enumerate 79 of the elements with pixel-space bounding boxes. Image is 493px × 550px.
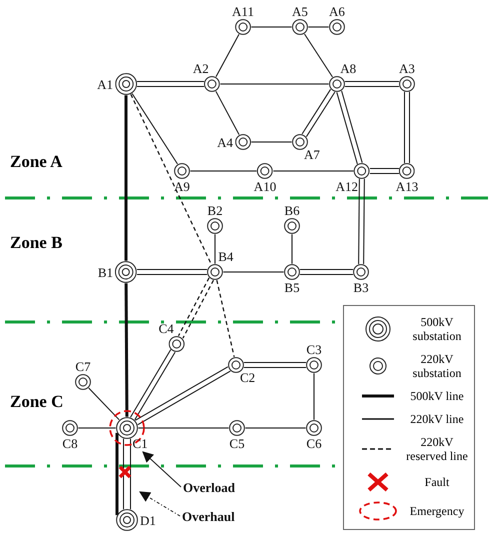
legend-text: 500kV line bbox=[409, 388, 465, 402]
power-line bbox=[216, 34, 240, 78]
station-label: B1 bbox=[98, 264, 113, 280]
power-line bbox=[190, 170, 258, 172]
power-line bbox=[341, 90, 363, 164]
station-label: A8 bbox=[340, 61, 356, 76]
power-line bbox=[136, 269, 208, 270]
reserved-line bbox=[216, 280, 235, 358]
power-line bbox=[369, 173, 400, 174]
zone-label: Zone B bbox=[10, 233, 62, 253]
power-line bbox=[132, 93, 178, 164]
station-label: A6 bbox=[329, 4, 345, 19]
station-label: A9 bbox=[174, 179, 190, 194]
power-line bbox=[88, 388, 120, 420]
station-label: C5 bbox=[229, 436, 245, 451]
power-line bbox=[136, 81, 205, 82]
legend-text: 220kV line bbox=[409, 412, 465, 426]
legend-text: 220kV substation bbox=[412, 352, 462, 380]
power-line bbox=[404, 91, 405, 164]
zone-label: Zone A bbox=[10, 152, 62, 172]
station-label: C7 bbox=[75, 359, 91, 374]
power-line bbox=[130, 438, 131, 510]
power-line bbox=[336, 92, 358, 165]
power-line bbox=[124, 283, 128, 417]
station-label: C1 bbox=[132, 436, 148, 451]
power-line bbox=[369, 168, 400, 169]
power-line bbox=[344, 81, 400, 82]
power-line bbox=[344, 86, 400, 87]
annotation-label: Overload bbox=[183, 480, 235, 495]
power-line bbox=[409, 91, 410, 164]
power-line bbox=[124, 95, 128, 261]
legend-text: Emergency bbox=[408, 504, 466, 518]
station-label: A1 bbox=[97, 76, 113, 92]
reserved-line bbox=[182, 280, 214, 338]
station-label: B2 bbox=[207, 203, 223, 218]
station-label: C6 bbox=[306, 436, 322, 451]
station-label: A7 bbox=[304, 147, 320, 162]
power-line bbox=[299, 274, 354, 275]
legend-text: 220kV reserved line bbox=[405, 434, 469, 462]
power-line bbox=[358, 178, 360, 265]
power-line bbox=[243, 362, 307, 363]
station-label: A12 bbox=[336, 179, 358, 194]
station-label: A3 bbox=[399, 61, 415, 76]
power-line bbox=[123, 438, 124, 510]
station-label: B5 bbox=[284, 280, 300, 295]
power-line bbox=[243, 367, 307, 368]
station-label: D1 bbox=[140, 512, 156, 528]
power-line bbox=[299, 269, 354, 270]
reserved-line bbox=[130, 94, 212, 265]
leader-arrow bbox=[139, 491, 180, 516]
leader-arrow bbox=[142, 451, 182, 488]
station-label: B3 bbox=[353, 280, 369, 295]
zone-label: Zone C bbox=[10, 392, 64, 412]
station-label: C3 bbox=[306, 342, 322, 357]
station-label: A2 bbox=[192, 61, 209, 76]
station-label: A10 bbox=[254, 179, 276, 194]
station-label: A13 bbox=[396, 179, 418, 194]
station-label: B6 bbox=[284, 203, 300, 218]
power-line bbox=[363, 178, 365, 265]
station-label: C2 bbox=[240, 370, 256, 385]
station-label: C4 bbox=[158, 321, 174, 336]
legend-text: 500kV substation bbox=[412, 314, 462, 342]
station-label: B4 bbox=[218, 249, 234, 264]
power-line bbox=[136, 274, 208, 275]
reserved-line bbox=[178, 278, 210, 336]
annotation-label: Overhaul bbox=[182, 509, 235, 524]
power-line bbox=[308, 26, 330, 28]
power-line bbox=[214, 234, 216, 264]
station-label: A11 bbox=[232, 4, 254, 19]
power-line bbox=[136, 86, 205, 87]
station-label: A4 bbox=[217, 134, 233, 150]
legend-text: Fault bbox=[424, 474, 450, 488]
power-line bbox=[250, 26, 292, 28]
station-label: A5 bbox=[292, 4, 308, 19]
power-line bbox=[304, 34, 333, 78]
station-label: C8 bbox=[62, 436, 78, 451]
power-line bbox=[116, 432, 118, 516]
power-line bbox=[215, 90, 240, 136]
power-line bbox=[272, 170, 354, 172]
